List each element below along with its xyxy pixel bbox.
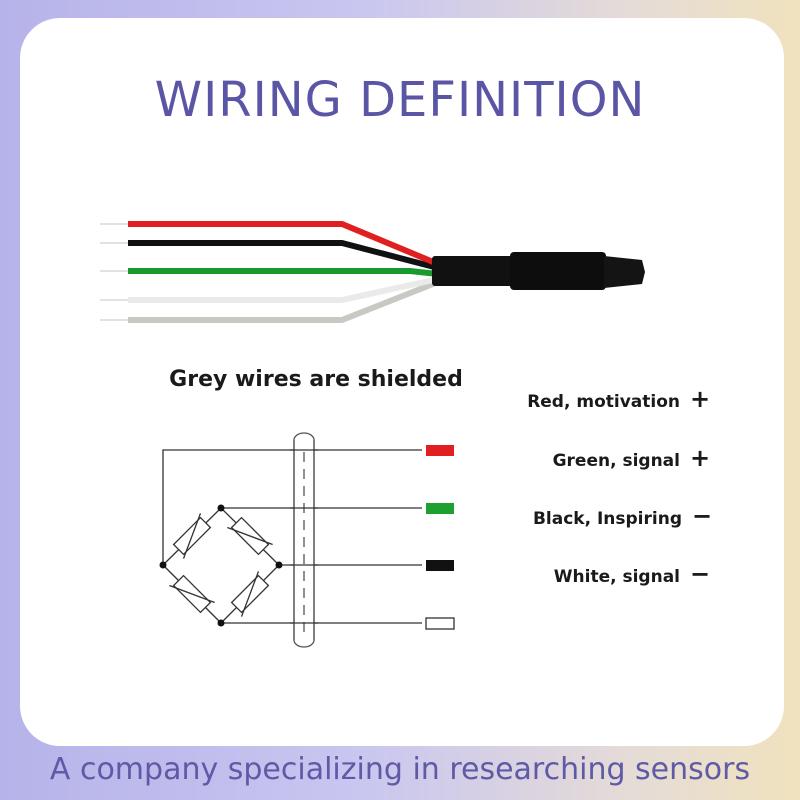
wire-label-black: Black, Inspiring <box>533 509 682 529</box>
white-wire <box>128 276 439 303</box>
wire-sign-red: + <box>690 385 710 413</box>
page-title: WIRING DEFINITION <box>154 72 646 128</box>
grey-wire-bottom <box>128 279 440 323</box>
red-terminal <box>426 445 454 456</box>
black-terminal <box>426 560 454 571</box>
wire-sign-white: − <box>690 560 710 588</box>
shielded-note: Grey wires are shielded <box>169 367 463 392</box>
black-wire <box>128 240 439 271</box>
cable-illustration <box>100 221 645 323</box>
company-tagline: A company specializing in researching se… <box>49 752 751 787</box>
wire-label-red: Red, motivation <box>527 392 680 412</box>
wire-sign-green: + <box>690 444 710 472</box>
bridge-nodes <box>159 504 283 627</box>
cable-jacket <box>432 256 514 286</box>
green-terminal <box>426 503 454 514</box>
content-card <box>20 18 784 746</box>
wire-label-green: Green, signal <box>553 451 680 471</box>
connector-body <box>510 252 606 290</box>
connector-tip <box>604 256 645 288</box>
red-wire <box>128 221 440 267</box>
white-terminal <box>425 617 455 630</box>
wire-label-white: White, signal <box>554 567 680 587</box>
wire-sign-black: − <box>692 502 712 530</box>
bridge-schematic <box>162 432 422 648</box>
green-wire <box>128 268 439 277</box>
